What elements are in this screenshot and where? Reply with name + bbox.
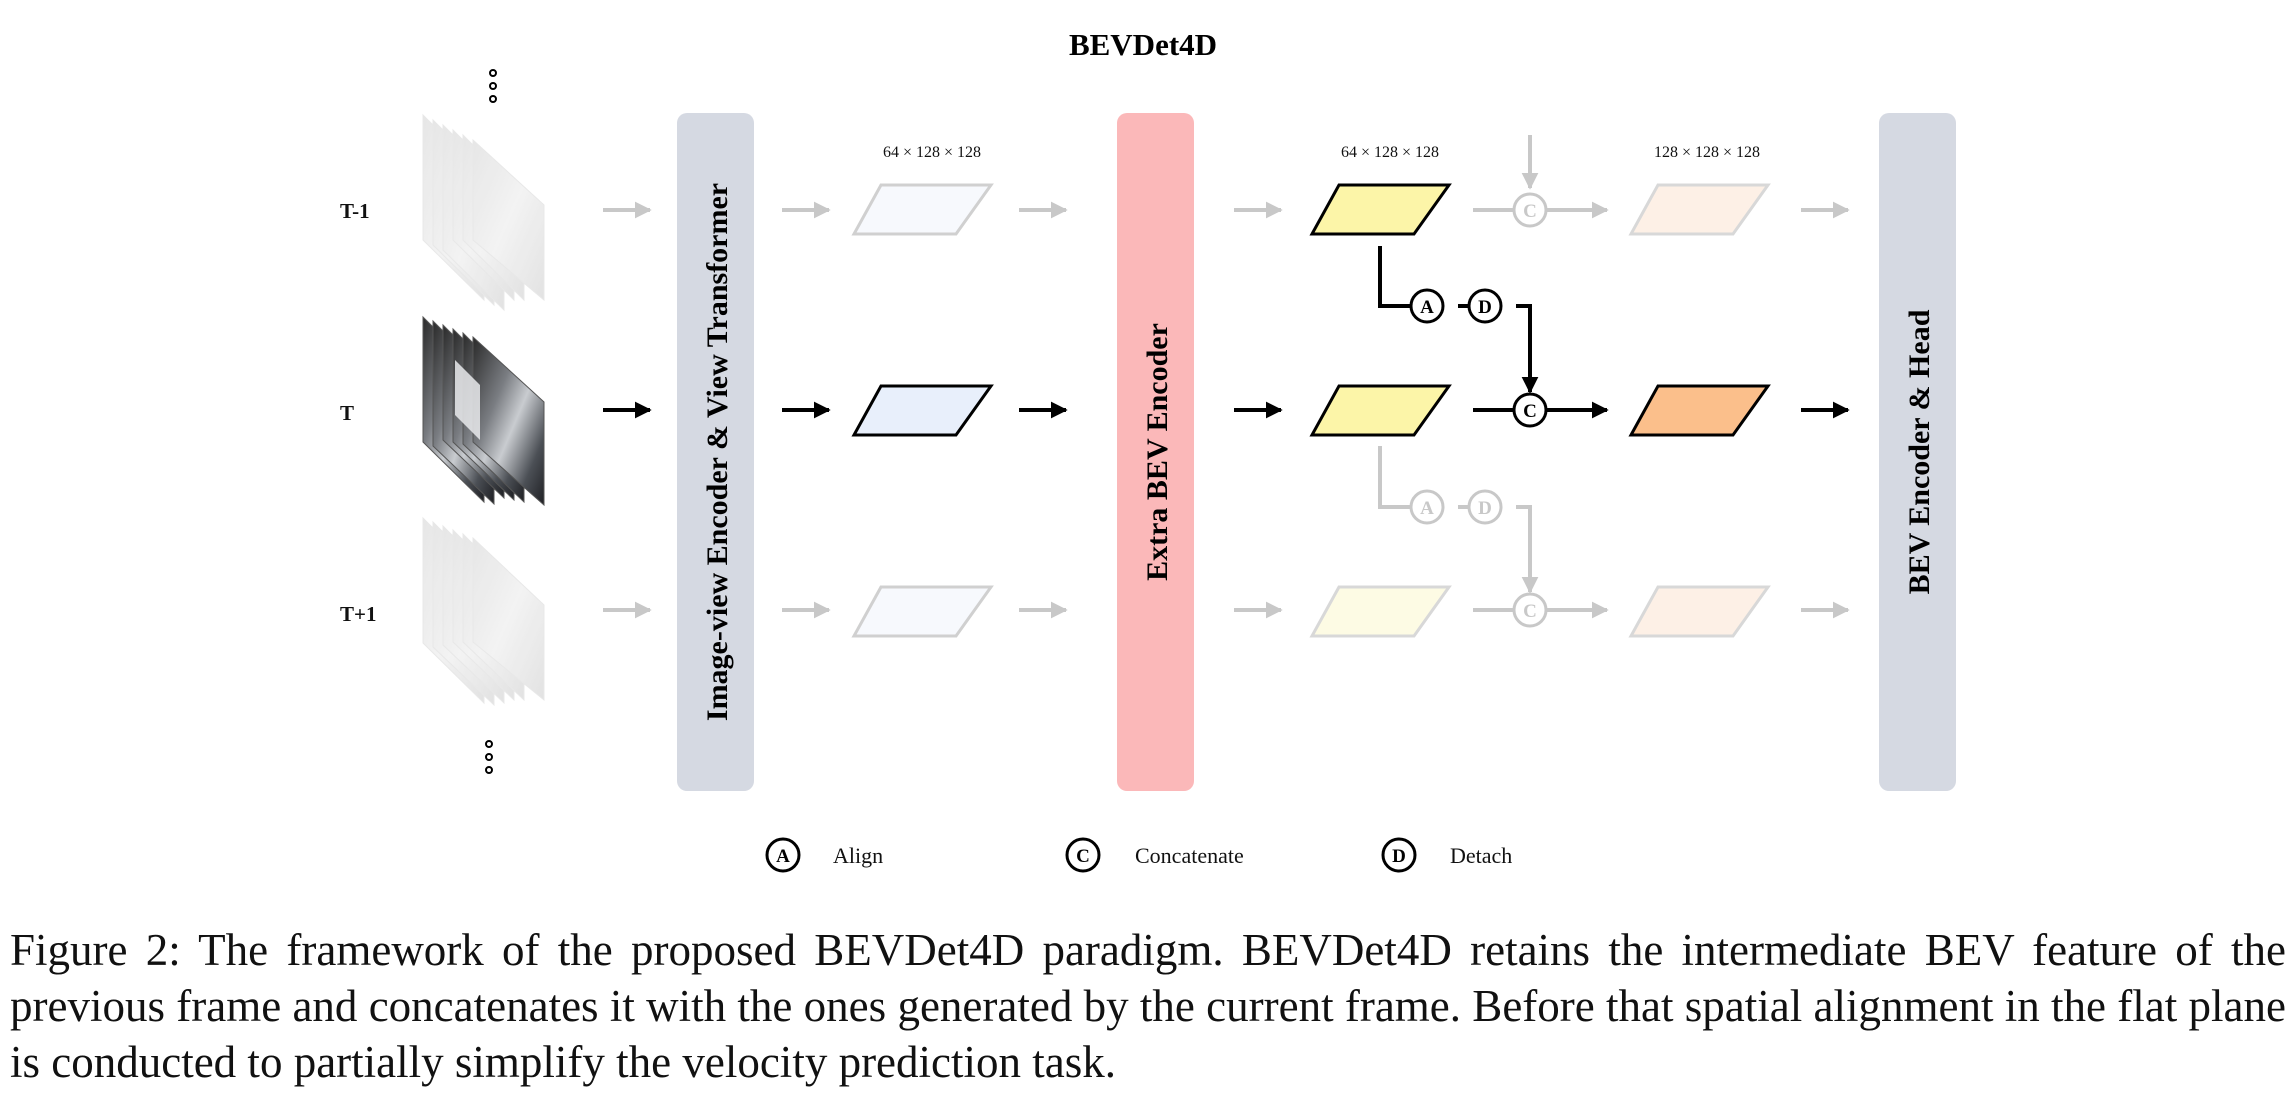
frame-label-curr: T [340,401,354,425]
svg-text:A: A [1420,498,1434,519]
bev-feature-encoder-curr [851,384,994,437]
svg-text:C: C [1523,601,1537,622]
align-node-curr: A [1409,489,1445,525]
concat-node-curr: C [1512,392,1548,428]
frame-label-prev: T-1 [340,199,370,223]
bev-feature-extra-next [1309,585,1452,638]
bev-feature-fused-prev [1628,183,1771,236]
svg-text:C: C [1523,401,1537,422]
svg-text:D: D [1392,846,1406,867]
svg-text:D: D [1478,498,1492,519]
detach-node-prev: D [1467,288,1503,324]
concat-node-next: C [1512,592,1548,628]
legend: A Align C Concatenate D Detach [765,837,1512,873]
svg-text:D: D [1478,297,1492,318]
svg-text:A: A [776,846,790,867]
concat-node-prev: C [1512,192,1548,228]
image-stack-curr [422,315,545,507]
dim-label-after-encoder: 64 × 128 × 128 [883,144,981,161]
bev-feature-extra-prev [1309,183,1452,236]
legend-concat-label: Concatenate [1135,843,1244,868]
figure-caption: Figure 2: The framework of the proposed … [10,925,2286,1087]
temporal-path-prev-to-curr [1378,246,1530,392]
svg-text:C: C [1076,846,1090,867]
image-view-encoder-block [677,113,754,791]
image-stack-prev [422,113,545,312]
ellipsis-bottom [485,740,493,774]
svg-text:C: C [1523,201,1537,222]
legend-align-label: Align [833,843,883,868]
legend-detach-item: D Detach [1381,837,1512,873]
legend-concat-item: C Concatenate [1065,837,1244,873]
bev-encoder-head-block [1879,113,1956,791]
framework-diagram: BEVDet4D T-1 T T+1 Image- [340,27,1956,873]
extra-bev-encoder-block [1117,113,1194,791]
bev-feature-fused-curr [1628,384,1771,437]
svg-text:A: A [1420,297,1434,318]
dim-label-after-extra: 64 × 128 × 128 [1341,144,1439,161]
bev-feature-extra-curr [1309,384,1452,437]
bev-feature-encoder-prev [851,183,994,236]
image-stack-next [422,516,545,707]
extra-bev-encoder-label: Extra BEV Encoder [1141,323,1174,581]
legend-align-item: A Align [765,837,883,873]
temporal-path-curr-to-next [1378,446,1530,592]
bev-encoder-head-label: BEV Encoder & Head [1903,309,1936,594]
detach-node-curr: D [1467,489,1503,525]
legend-detach-label: Detach [1450,843,1512,868]
diagram-title: BEVDet4D [1069,27,1217,62]
bev-feature-encoder-next [851,585,994,638]
dim-label-after-concat: 128 × 128 × 128 [1654,144,1760,161]
align-node-prev: A [1409,288,1445,324]
bev-feature-fused-next [1628,585,1771,638]
frame-label-next: T+1 [340,602,376,626]
image-view-encoder-label: Image-view Encoder & View Transformer [701,183,734,721]
ellipsis-top [489,69,497,103]
